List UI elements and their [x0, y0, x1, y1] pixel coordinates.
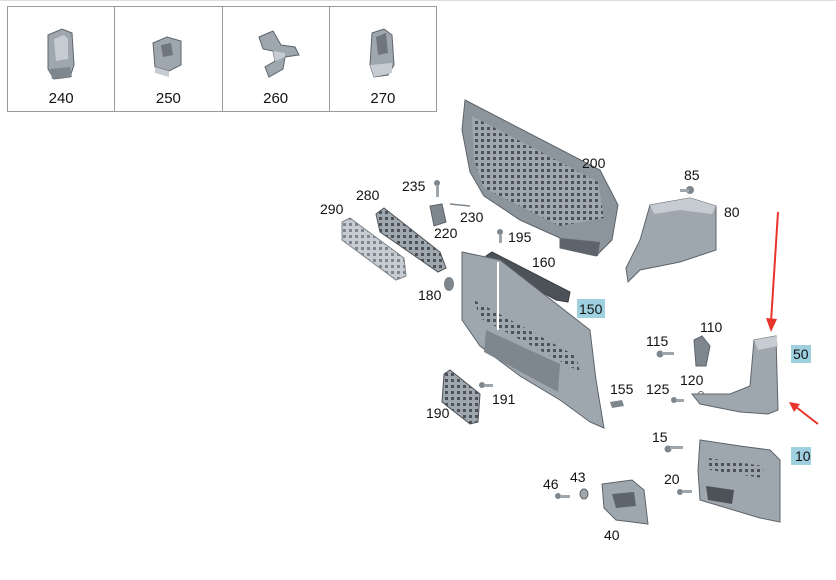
callout-110[interactable]: 110 [700, 319, 723, 335]
highlight-150 [577, 299, 605, 318]
callout-20[interactable]: 20 [664, 471, 680, 487]
part-280-grille-insert[interactable] [375, 207, 447, 273]
part-46-bolt[interactable] [555, 493, 570, 499]
top-rule [0, 0, 836, 1]
legend-label-240: 240 [48, 90, 74, 107]
callout-50[interactable]: 50 [793, 346, 809, 362]
legend-table: 240 250 260 270 [7, 6, 437, 112]
part-125-bolt[interactable] [671, 397, 684, 403]
callout-220[interactable]: 220 [434, 225, 458, 241]
part-180-cap[interactable] [444, 277, 454, 291]
part-15-bolt[interactable] [664, 445, 684, 453]
callout-15[interactable]: 15 [652, 429, 668, 445]
callout-46[interactable]: 46 [543, 476, 559, 492]
part-40-fog-bezel[interactable] [601, 479, 649, 525]
callout-85[interactable]: 85 [684, 167, 700, 183]
callout-191[interactable]: 191 [492, 391, 516, 407]
callout-230[interactable]: 230 [460, 209, 484, 225]
part-220-bracket[interactable] [429, 203, 447, 227]
clip-240-icon [47, 28, 75, 80]
legend-label-270: 270 [370, 90, 396, 107]
red-arrow-down [766, 211, 779, 332]
legend-label-260: 260 [263, 90, 289, 107]
highlight-10 [791, 447, 811, 465]
legend-label-250: 250 [155, 90, 181, 107]
callout-160[interactable]: 160 [532, 254, 556, 270]
callout-80[interactable]: 80 [724, 204, 740, 220]
clip-250-icon [152, 36, 182, 77]
part-235-pin[interactable] [434, 180, 440, 197]
callout-200[interactable]: 200 [582, 155, 606, 171]
callout-125[interactable]: 125 [646, 381, 670, 397]
part-200-main-grille[interactable] [461, 99, 619, 257]
callout-10[interactable]: 10 [795, 448, 811, 464]
part-150-bumper-panel[interactable] [461, 251, 605, 429]
highlight-50 [791, 345, 811, 363]
legend-cell-260[interactable]: 260 [223, 7, 330, 111]
part-290-mesh-panel[interactable] [341, 217, 407, 281]
part-191-bolt[interactable] [479, 382, 493, 388]
bracket-260-icon [257, 30, 300, 78]
part-110-bracket[interactable] [693, 335, 711, 367]
part-190-mesh[interactable] [441, 369, 481, 425]
part-195-bolt[interactable] [497, 229, 503, 243]
part-50-corner-panel[interactable] [690, 335, 779, 415]
callout-120[interactable]: 120 [680, 372, 704, 388]
part-155-clip[interactable] [610, 400, 624, 408]
part-10-lower-corner[interactable] [697, 439, 781, 523]
red-arrow-left [789, 402, 819, 425]
callout-290[interactable]: 290 [320, 201, 344, 217]
callout-180[interactable]: 180 [418, 287, 442, 303]
part-43-washer[interactable] [579, 488, 589, 500]
legend-cell-250[interactable]: 250 [115, 7, 223, 111]
part-80-corner-panel[interactable] [625, 197, 717, 284]
clip-270-icon [369, 28, 395, 78]
callout-115[interactable]: 115 [646, 333, 669, 349]
callout-235[interactable]: 235 [402, 178, 426, 194]
callout-43[interactable]: 43 [570, 469, 586, 485]
callout-195[interactable]: 195 [508, 229, 532, 245]
part-115-bolt[interactable] [656, 350, 675, 358]
callout-280[interactable]: 280 [356, 187, 380, 203]
part-20-bolt[interactable] [677, 489, 692, 495]
callout-40[interactable]: 40 [604, 527, 620, 543]
callout-190[interactable]: 190 [426, 405, 450, 421]
part-85-bolt[interactable] [680, 186, 694, 194]
legend-cell-270[interactable]: 270 [330, 7, 436, 111]
legend-cell-240[interactable]: 240 [8, 7, 116, 111]
callout-150[interactable]: 150 [579, 301, 603, 317]
part-230-screw[interactable] [449, 203, 471, 207]
callout-155[interactable]: 155 [610, 381, 634, 397]
